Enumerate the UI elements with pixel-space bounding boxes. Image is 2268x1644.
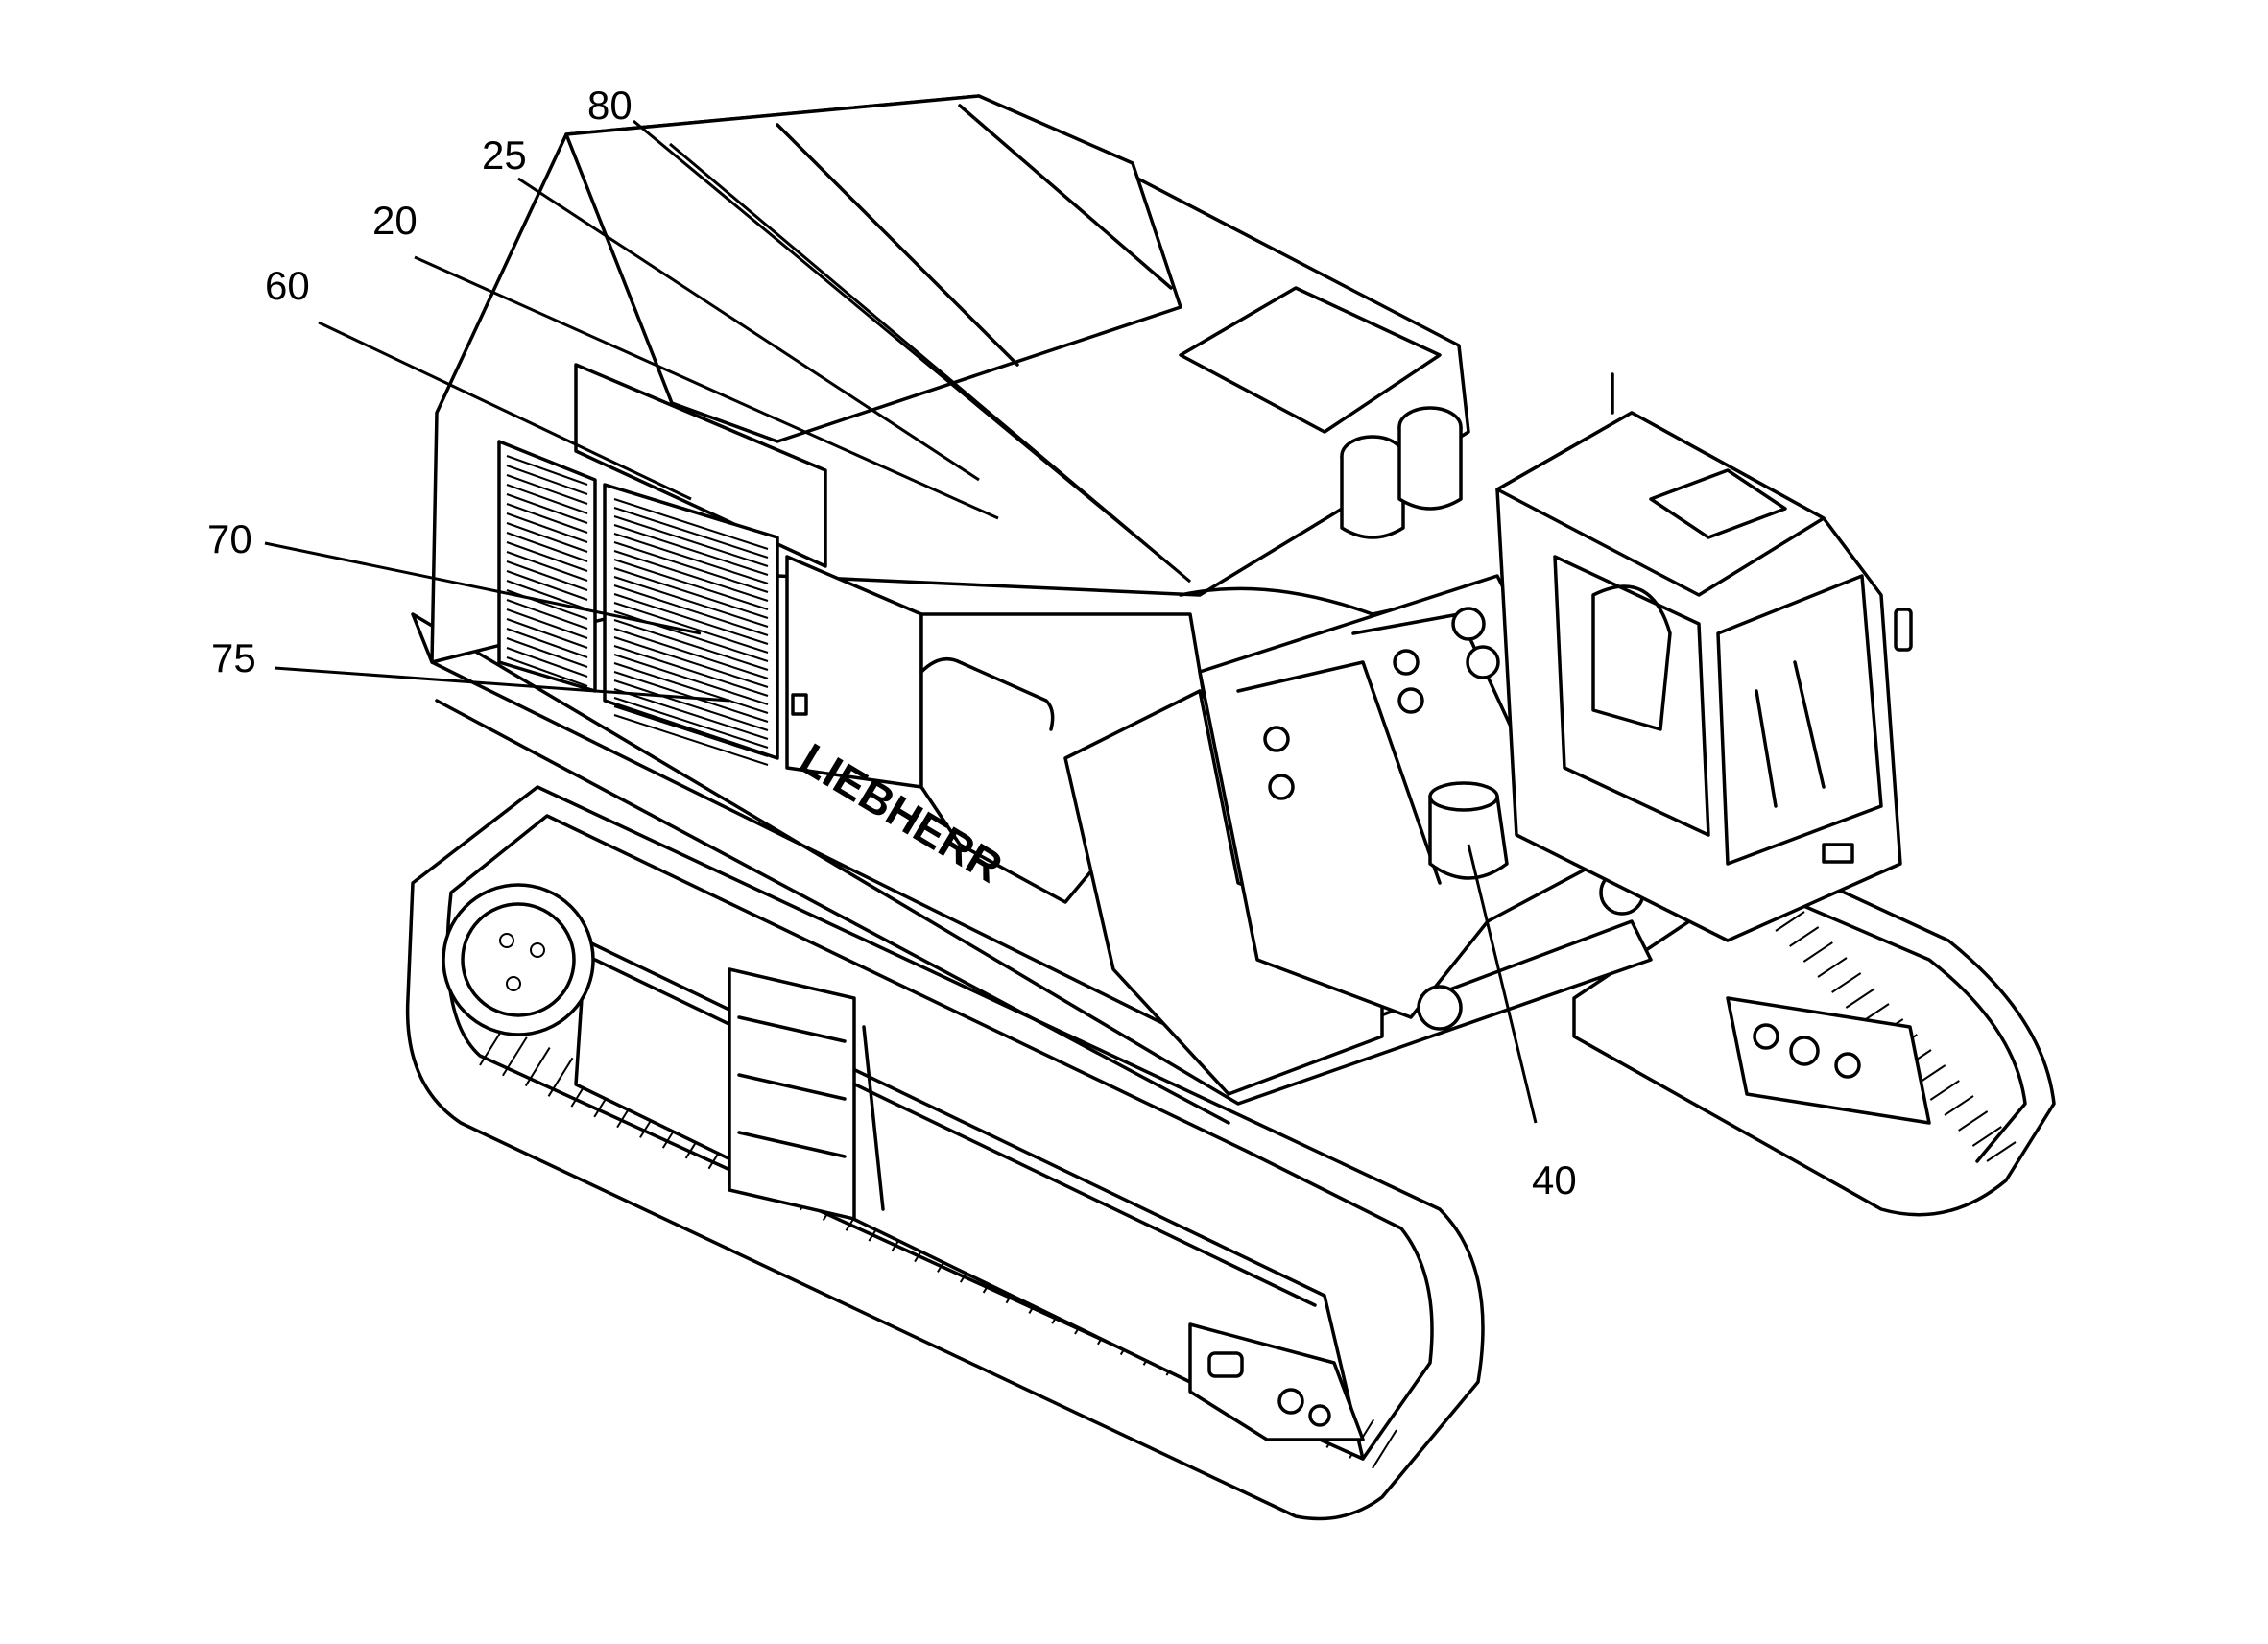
grille-slat [613, 645, 769, 697]
louvre-slat [506, 532, 588, 562]
left-crawler-track [405, 785, 1485, 1521]
track-shoe [547, 1057, 574, 1097]
track-shoe [1802, 941, 1833, 963]
louvre-slat [506, 656, 588, 687]
louvre-slat [506, 512, 588, 543]
label-20: 20 [372, 198, 418, 243]
grille-slat [613, 714, 769, 766]
grille-slat [613, 515, 769, 567]
louvre-slat [506, 560, 588, 591]
grille-slat [613, 498, 769, 550]
grille-slat [613, 619, 769, 671]
track-shoe [1372, 1429, 1397, 1469]
right-crawler-track [1572, 881, 2056, 1217]
louvre-slat [506, 503, 588, 534]
grille-slat [613, 567, 769, 619]
louvre-slat [506, 493, 588, 524]
reference-labels: 80 25 20 60 70 75 40 [207, 83, 1577, 1203]
louvre-slat [506, 608, 588, 639]
track-shoe [1789, 926, 1820, 947]
label-80: 80 [587, 83, 633, 128]
grille-slat [613, 697, 769, 749]
track-shoe [1845, 988, 1875, 1009]
louvre-slat [506, 580, 588, 610]
track-shoe [1986, 1141, 2017, 1162]
grille-slat [613, 628, 769, 679]
label-60: 60 [265, 263, 310, 308]
grille-slat [613, 636, 769, 688]
track-shoe [1944, 1095, 1974, 1116]
track-shoe [1831, 972, 1862, 993]
louvre-slat [506, 551, 588, 582]
grille-slat [613, 654, 769, 705]
grille-slat [613, 662, 769, 714]
grille-slat [613, 602, 769, 654]
grille-slat [613, 559, 769, 610]
track-shoe [1958, 1110, 1989, 1132]
grille-slat [613, 705, 769, 757]
louvre-slat [506, 465, 588, 495]
louvre-slat [506, 647, 588, 678]
grille-slat [613, 550, 769, 602]
louvre-slat [506, 570, 588, 601]
louvre-slat [506, 474, 588, 505]
track-shoe [1775, 911, 1805, 932]
louvre-slat [506, 618, 588, 649]
grille-slat [613, 533, 769, 584]
grille-slat [613, 541, 769, 593]
label-75: 75 [211, 635, 256, 680]
louvre-slat [506, 522, 588, 553]
track-shoe [1817, 957, 1848, 978]
louvre-slat [506, 599, 588, 630]
label-40: 40 [1532, 1157, 1577, 1203]
grille-slat [613, 679, 769, 731]
operator-cab [1495, 372, 1913, 942]
louvre-slat [506, 455, 588, 486]
track-shoe [524, 1047, 551, 1087]
label-25: 25 [482, 132, 527, 178]
grille-slat [613, 584, 769, 636]
grille-slat [613, 576, 769, 628]
track-shoe [501, 1036, 528, 1077]
label-70: 70 [207, 516, 252, 561]
louvre-slat [506, 541, 588, 572]
grille-slat [613, 688, 769, 740]
grille-slat [613, 507, 769, 559]
louvre-slat [506, 628, 588, 658]
louvre-slat [506, 484, 588, 514]
track-shoe [1929, 1080, 1960, 1101]
louvre-slat [506, 637, 588, 668]
grille-slat [613, 593, 769, 645]
track-shoe [1971, 1126, 2002, 1147]
grille-slat [613, 524, 769, 576]
